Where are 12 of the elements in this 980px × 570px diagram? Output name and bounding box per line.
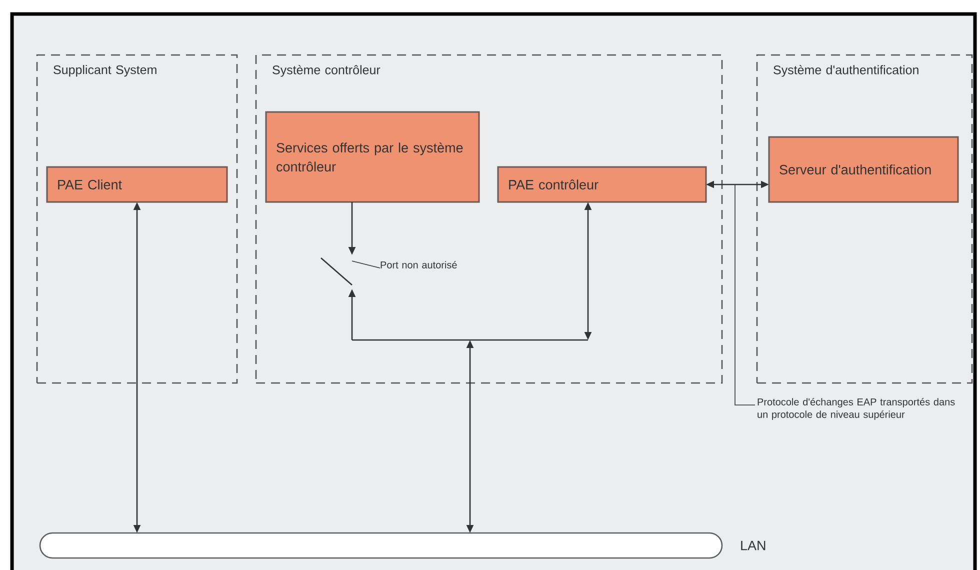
process-box: PAE Client [46, 166, 228, 203]
network-bar [39, 532, 723, 559]
switch-symbol [320, 258, 352, 286]
network-label: LAN [741, 540, 766, 550]
bus-line [351, 339, 589, 341]
note-text: Protocole d'échanges EAP transportés dans un protocole de niveau supérieur [758, 398, 955, 420]
note-text: Port non autorisé [380, 261, 457, 268]
process-box: Serveur d'authentification [768, 136, 959, 203]
process-box: PAE contrôleur [497, 166, 707, 203]
leader-line [734, 184, 756, 406]
process-box: Services offerts par le système contrôleur [265, 111, 480, 203]
leader-line [352, 260, 380, 268]
